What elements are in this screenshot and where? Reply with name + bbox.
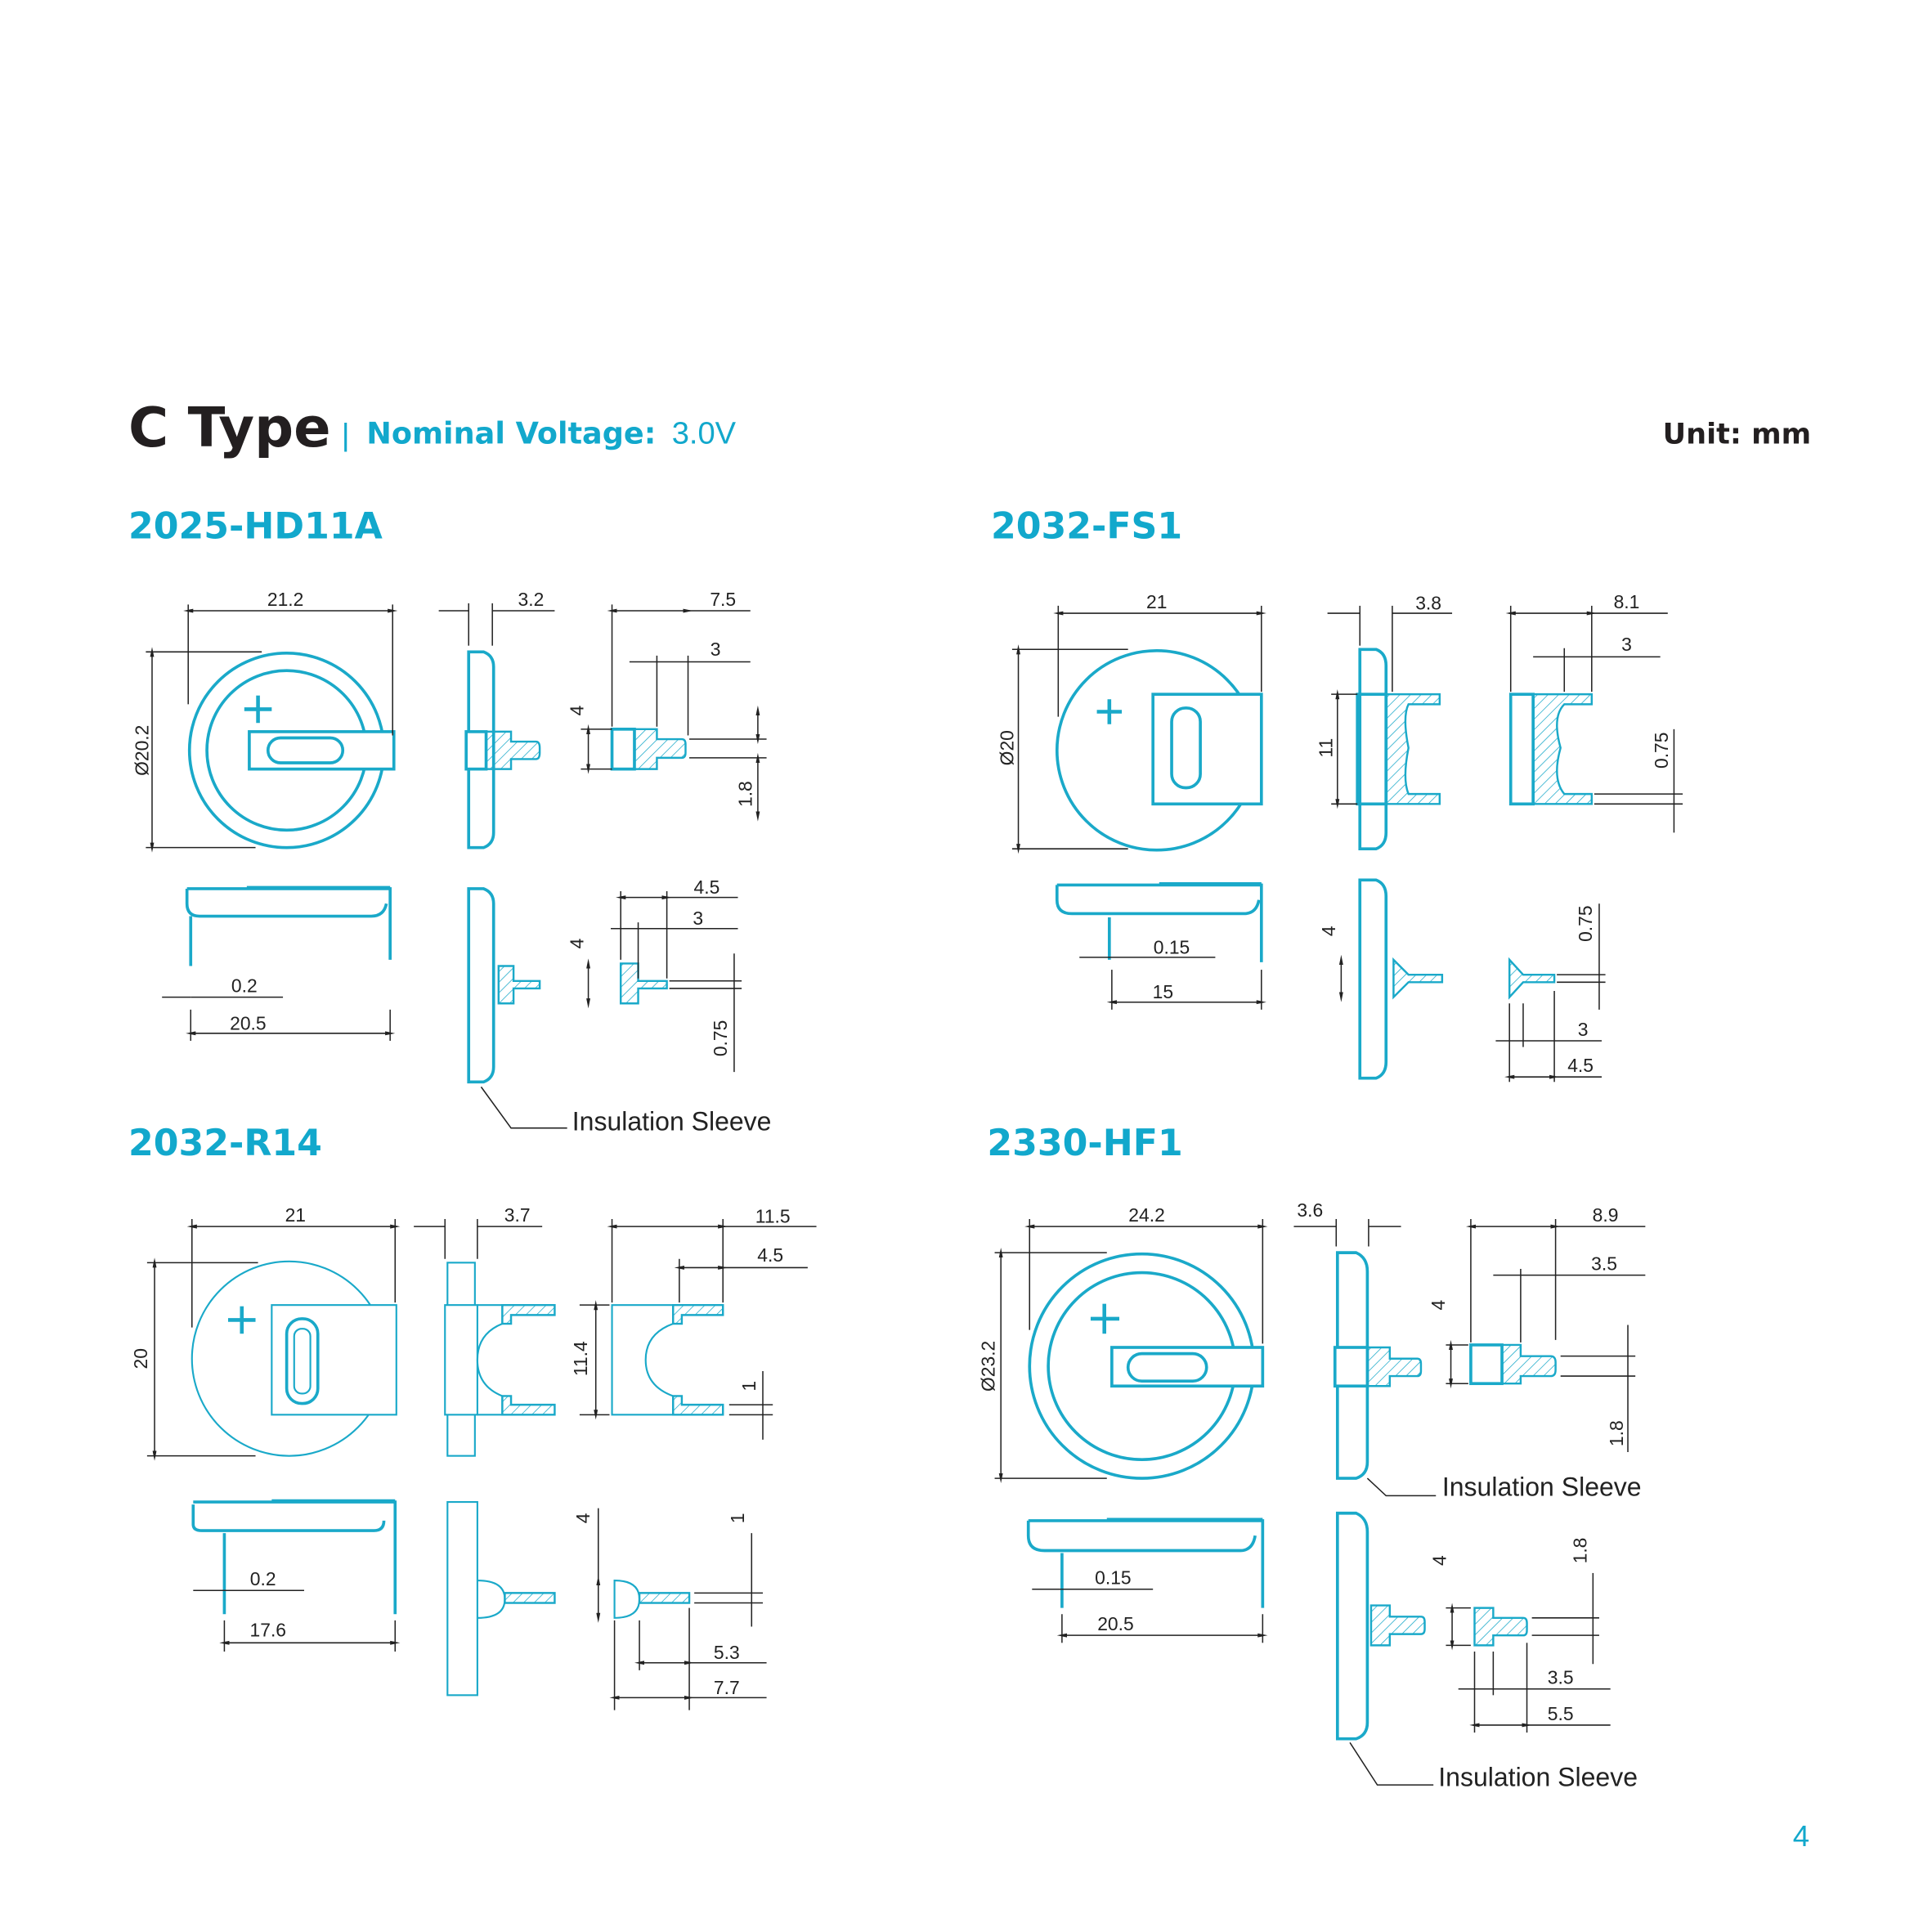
terminal-detail [610,728,687,771]
dim-label: 0.75 [1575,905,1596,941]
dim-label: 0.75 [710,1020,731,1056]
part-title: 2032-R14 [128,1123,322,1164]
side-view [1333,1251,1423,1480]
dim-label: 3 [693,908,703,929]
top-view [1055,648,1263,852]
part-2330-hf1: 2330-HF1 24.2 Ø23.2 3.6 8.9 3.5 4 1.8 In… [978,1123,1646,1792]
dim-label: 5.5 [1548,1703,1574,1724]
dim-label: 3.6 [1297,1199,1323,1221]
terminal-detail-2 [1508,957,1556,1000]
page-number: 4 [1793,1819,1809,1853]
part-2032-fs1: 2032-FS1 21 Ø20 3.8 11 8.1 3 0.75 0.15 1… [991,506,1683,1083]
dim-label: 3 [1578,1019,1589,1040]
top-view [191,1260,397,1457]
dim-label: 4.5 [757,1244,783,1266]
dim-label: 24.2 [1128,1204,1165,1226]
bottom-view [1026,1517,1265,1608]
dim-label: 4 [1428,1555,1450,1566]
terminal-detail [1508,693,1594,806]
terminal-detail-2 [613,1580,691,1619]
dim-label: 20 [130,1348,151,1369]
dim-label: 15 [1153,981,1173,1002]
dim-label: 1.8 [1606,1420,1627,1446]
dim-label: 0.15 [1095,1567,1132,1589]
dim-label: 4 [1428,1300,1449,1311]
part-title: 2330-HF1 [987,1123,1182,1164]
part-2032-r14: 2032-R14 21 20 3.7 11.5 4.5 11.4 1 0.2 1 [128,1123,817,1710]
side-view [464,650,541,849]
dim-label: Ø20 [996,730,1017,765]
top-view [1028,1252,1265,1480]
insulation-sleeve-label: Insulation Sleeve [1438,1763,1638,1792]
voltage-value: 3.0V [672,417,737,451]
dim-label: 3 [1621,634,1632,655]
dim-label: Ø20.2 [131,725,152,776]
dim-label: 0.2 [231,975,258,997]
side-view-2 [1358,878,1444,1080]
dim-label: 4 [566,938,587,948]
dim-label: 21.2 [267,589,304,610]
dim-label: 5.3 [714,1642,740,1663]
part-title: 2032-FS1 [991,506,1182,548]
bottom-view [1055,882,1263,962]
dim-label: 8.1 [1614,591,1640,612]
dim-label: 3.7 [504,1204,531,1226]
dim-label: 3.5 [1548,1667,1574,1688]
voltage-label: Nominal Voltage: [366,416,656,451]
part-title: 2025-HD11A [128,506,383,548]
dim-label: 21 [285,1204,306,1226]
terminal-detail [611,1303,724,1416]
unit-label: Unit: mm [1663,418,1811,451]
dim-label: 11.5 [755,1206,791,1227]
dim-label: 3 [710,639,721,660]
top-view [187,652,396,849]
dim-label: 0.15 [1154,936,1190,957]
dim-label: 4 [566,705,587,715]
dim-label: 8.9 [1593,1204,1619,1226]
dim-label: 17.6 [250,1620,287,1641]
part-2025-hd11a: 2025-HD11A 21.2 Ø20.2 3.2 7.5 3 4 1.8 0.… [128,506,771,1136]
dim-label: 3.2 [518,589,545,610]
dim-label: 7.5 [710,589,736,610]
dim-label: 3.5 [1591,1253,1617,1274]
dim-label: 21 [1146,591,1167,612]
side-view [1356,648,1441,851]
dim-label: 4.5 [1567,1055,1594,1076]
dim-label: 11 [1316,738,1337,758]
terminal-detail [619,962,668,1005]
terminal-detail-2 [1473,1607,1528,1647]
terminal-detail [1469,1343,1557,1386]
page-title: C Type [128,396,331,459]
side-view [444,1262,556,1457]
dim-label: Ø23.2 [978,1341,999,1392]
dim-label: 4 [572,1513,594,1523]
dim-label: 3.8 [1415,592,1441,613]
dim-label: 1 [727,1513,748,1524]
dim-label: 1 [738,1381,760,1392]
insulation-sleeve-label: Insulation Sleeve [572,1107,772,1136]
dim-label: 0.75 [1651,733,1672,769]
title-separator: | [342,418,350,452]
dim-label: 0.2 [250,1568,276,1589]
side-view-2 [446,1500,556,1697]
dim-label: 1.8 [1570,1538,1591,1564]
dim-label: 7.7 [714,1677,740,1698]
insulation-sleeve-label: Insulation Sleeve [1442,1472,1642,1501]
dim-label: 20.5 [1097,1613,1134,1634]
bottom-view [185,885,392,966]
dim-label: 11.4 [570,1341,591,1376]
dim-label: 4.5 [694,876,720,898]
bottom-view [191,1499,397,1615]
dim-label: 1.8 [734,781,755,807]
dim-label: 20.5 [230,1012,267,1033]
side-view-sleeve [467,887,541,1084]
dim-label: 4 [1318,926,1339,936]
side-view-sleeve [1335,1511,1426,1741]
